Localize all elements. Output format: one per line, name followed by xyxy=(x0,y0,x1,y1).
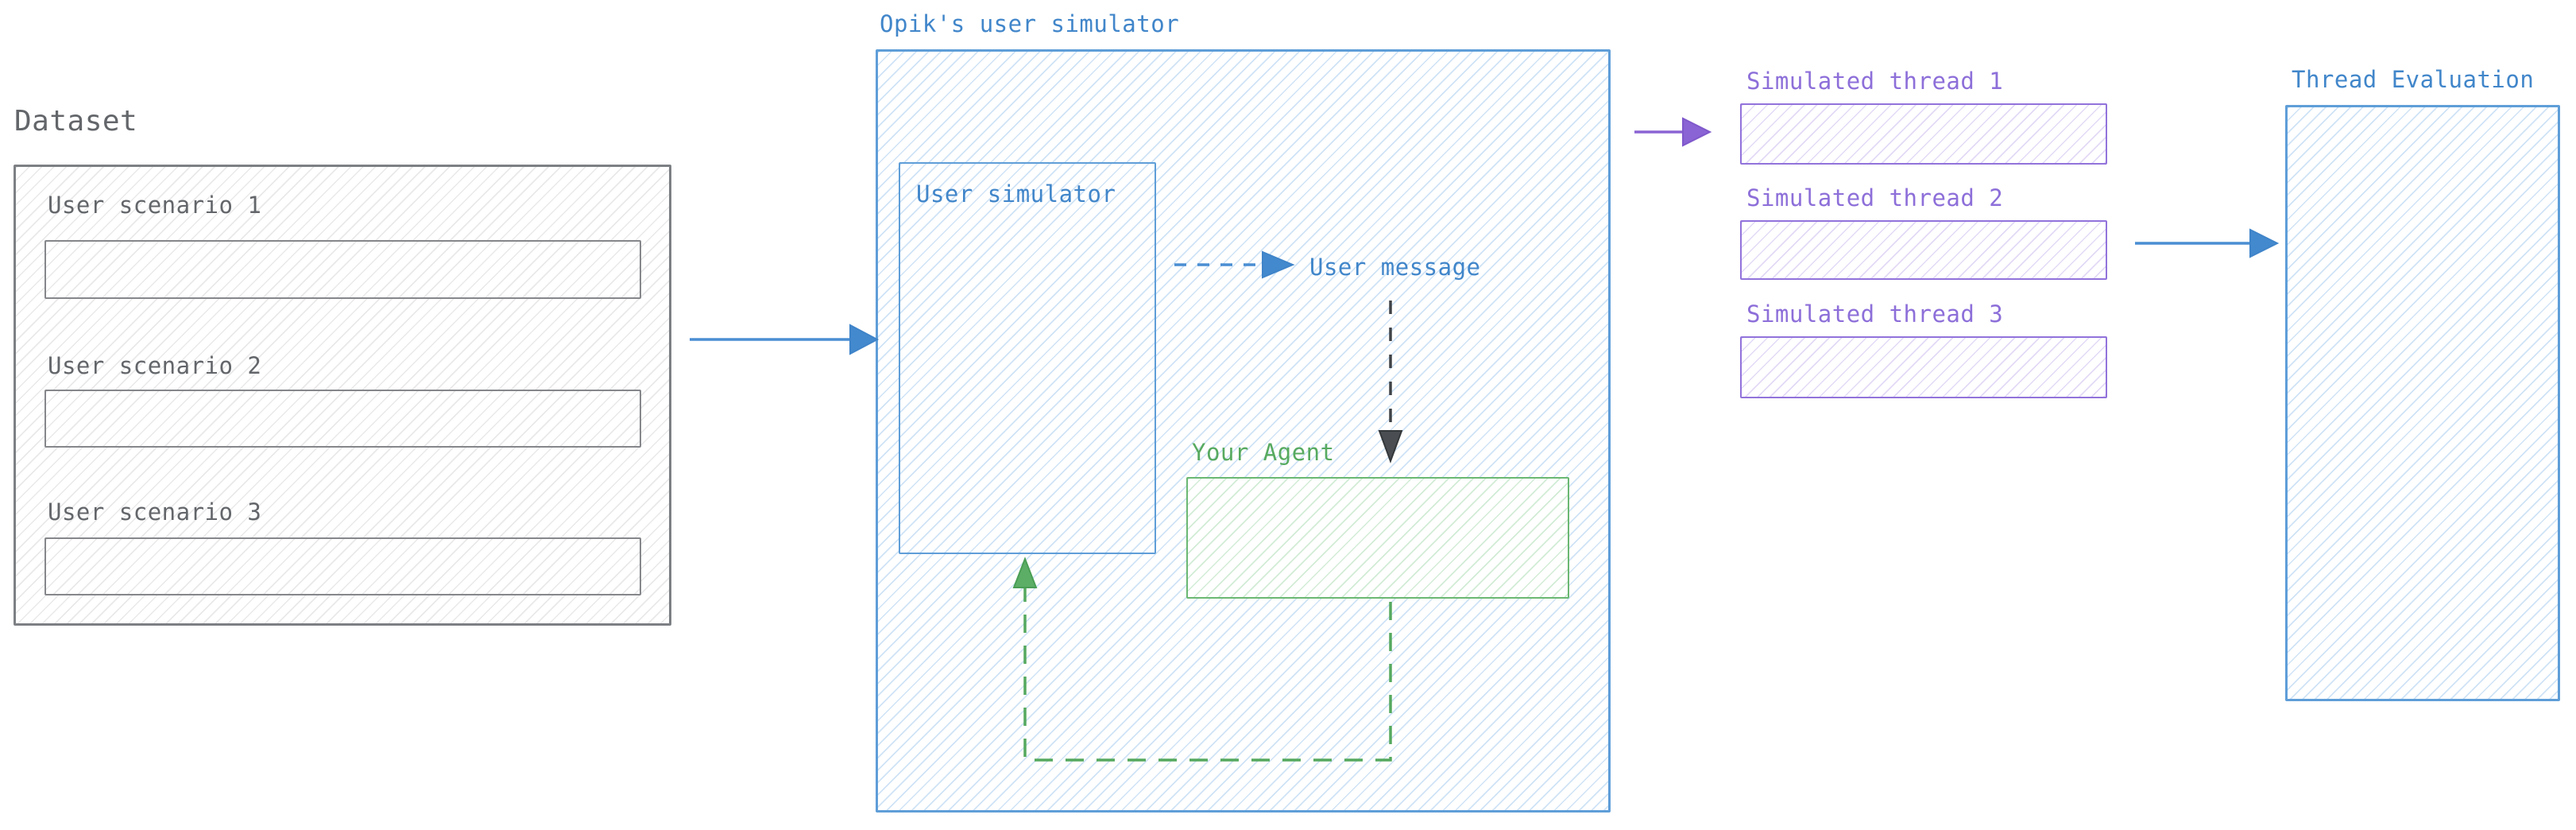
user-scenario-3-input xyxy=(44,537,641,595)
your-agent-label: Your Agent xyxy=(1192,439,1335,466)
user-scenario-3-label: User scenario 3 xyxy=(48,498,262,526)
simulated-thread-3-box xyxy=(1740,336,2107,398)
simulated-thread-2-label: Simulated thread 2 xyxy=(1746,184,2004,211)
user-scenario-1-label: User scenario 1 xyxy=(48,192,262,219)
opik-user-simulator-title: Opik's user simulator xyxy=(880,10,1180,37)
user-message-label: User message xyxy=(1309,254,1481,281)
simulated-thread-2-box xyxy=(1740,220,2107,280)
thread-evaluation-title: Thread Evaluation xyxy=(2292,66,2535,93)
simulated-thread-1-label: Simulated thread 1 xyxy=(1746,68,2004,95)
simulator-to-threads-arrow-icon xyxy=(1634,117,1712,147)
user-scenario-2-input xyxy=(44,390,641,448)
dataset-to-simulator-arrow-icon xyxy=(690,324,880,355)
user-scenario-2-label: User scenario 2 xyxy=(48,352,262,379)
dataset-title: Dataset xyxy=(14,105,138,138)
thread-evaluation-box xyxy=(2285,105,2560,701)
user-simulator-label: User simulator xyxy=(916,180,1116,208)
simulated-thread-1-box xyxy=(1740,103,2107,165)
user-scenario-1-input xyxy=(44,240,641,299)
opik-user-simulator-box xyxy=(876,49,1611,813)
user-simulator-box xyxy=(899,162,1156,554)
simulated-thread-3-label: Simulated thread 3 xyxy=(1746,301,2004,328)
threads-to-evaluation-arrow-icon xyxy=(2135,228,2280,258)
your-agent-box xyxy=(1186,477,1569,599)
